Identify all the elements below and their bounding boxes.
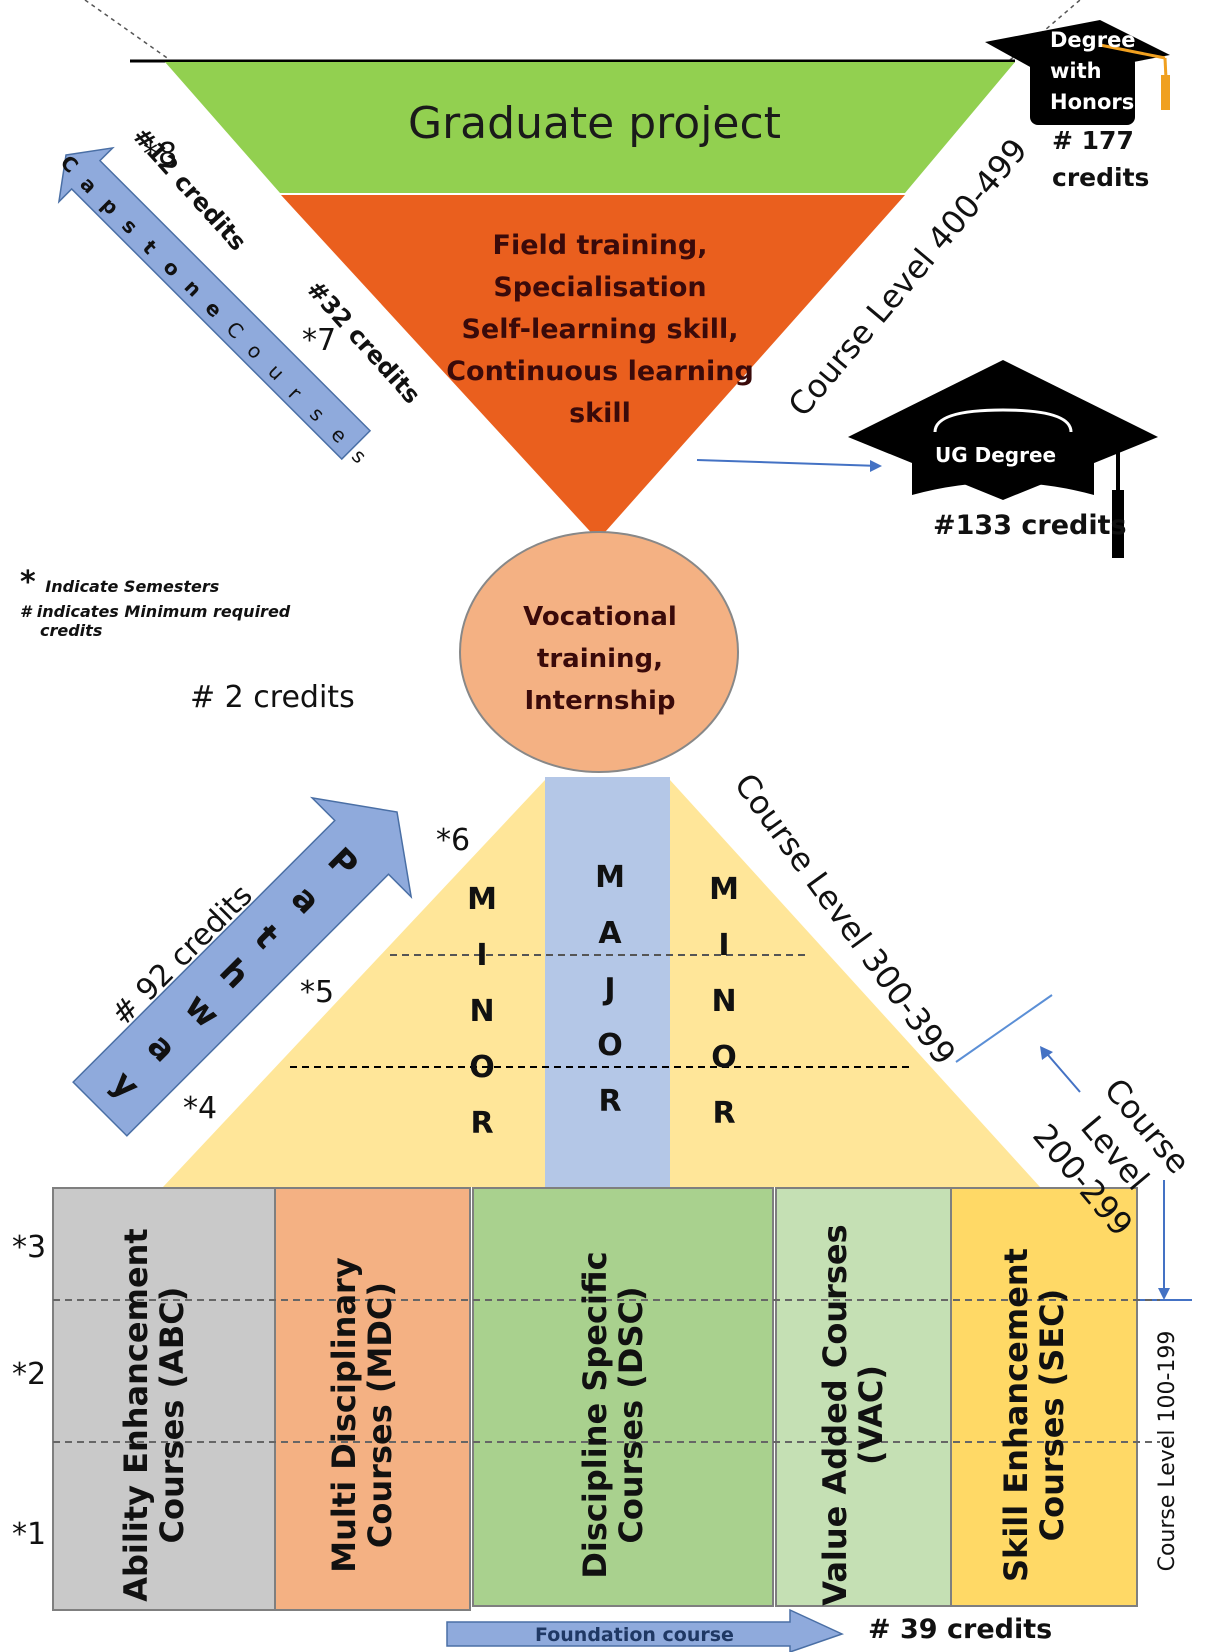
semester-6-label: *6 <box>436 823 471 858</box>
specialisation-triangle <box>281 195 905 540</box>
vac-label: Value Added Courses(VAC) <box>816 1224 890 1606</box>
ug-degree-cap-label: UG Degree <box>935 443 1057 467</box>
ug-degree-credits: #133 credits <box>933 510 1127 541</box>
top-left-dashed-guide <box>84 0 171 61</box>
capstone-arrow <box>57 146 372 461</box>
level-300-tick <box>955 994 1053 1063</box>
pathway-arrow <box>72 796 413 1137</box>
semester-7-label: *7 <box>302 323 337 358</box>
semester-5-label: *5 <box>300 975 335 1010</box>
semester-1-label: *1 <box>12 1517 47 1552</box>
vac-column <box>775 1187 952 1607</box>
semester-4-label: *4 <box>183 1091 218 1126</box>
sec-column <box>950 1187 1138 1607</box>
honors-cap-icon <box>985 20 1170 125</box>
honors-cap-label: Degree with Honors <box>1050 28 1136 114</box>
vocational-circle <box>459 531 739 773</box>
specialisation-text: Field training, Specialisation Self-lear… <box>446 230 754 429</box>
mdc-column <box>274 1187 471 1611</box>
honors-credits: # 177 credits <box>1052 126 1150 192</box>
vocational-credits: # 2 credits <box>190 680 355 715</box>
foundation-credits: # 39 credits <box>868 1614 1053 1645</box>
semester-2-label: *2 <box>12 1357 47 1392</box>
foundation-arrow <box>446 1608 845 1652</box>
to-ug-degree-arrow <box>696 459 881 467</box>
legend-star-text: Indicate Semesters <box>45 577 220 596</box>
abc-column <box>52 1187 276 1611</box>
ug-degree-cap-icon <box>848 360 1158 558</box>
semester-8-label: *8 <box>143 137 178 172</box>
legend-star-symbol: * <box>20 565 36 600</box>
minor-right-letters: M I N O R <box>709 872 739 1131</box>
graduate-project-band <box>165 62 1015 193</box>
legend-hash-text: # indicates Minimum required <box>20 602 291 621</box>
major-letters: M A J O R <box>595 860 625 1119</box>
semester-3-label: *3 <box>12 1230 47 1265</box>
legend: * Indicate Semesters # indicates Minimum… <box>20 565 291 640</box>
course-level-100-label: Course Level 100-199 <box>1155 1330 1180 1572</box>
major-column <box>545 777 670 1187</box>
foundation-arrow-label: Foundation course <box>535 1624 734 1646</box>
graduate-project-title: Graduate project <box>408 98 781 149</box>
minor-left-letters: M I N O R <box>467 882 497 1141</box>
dsc-column <box>472 1187 774 1607</box>
vocational-text: Vocational training, Internship <box>523 602 677 716</box>
